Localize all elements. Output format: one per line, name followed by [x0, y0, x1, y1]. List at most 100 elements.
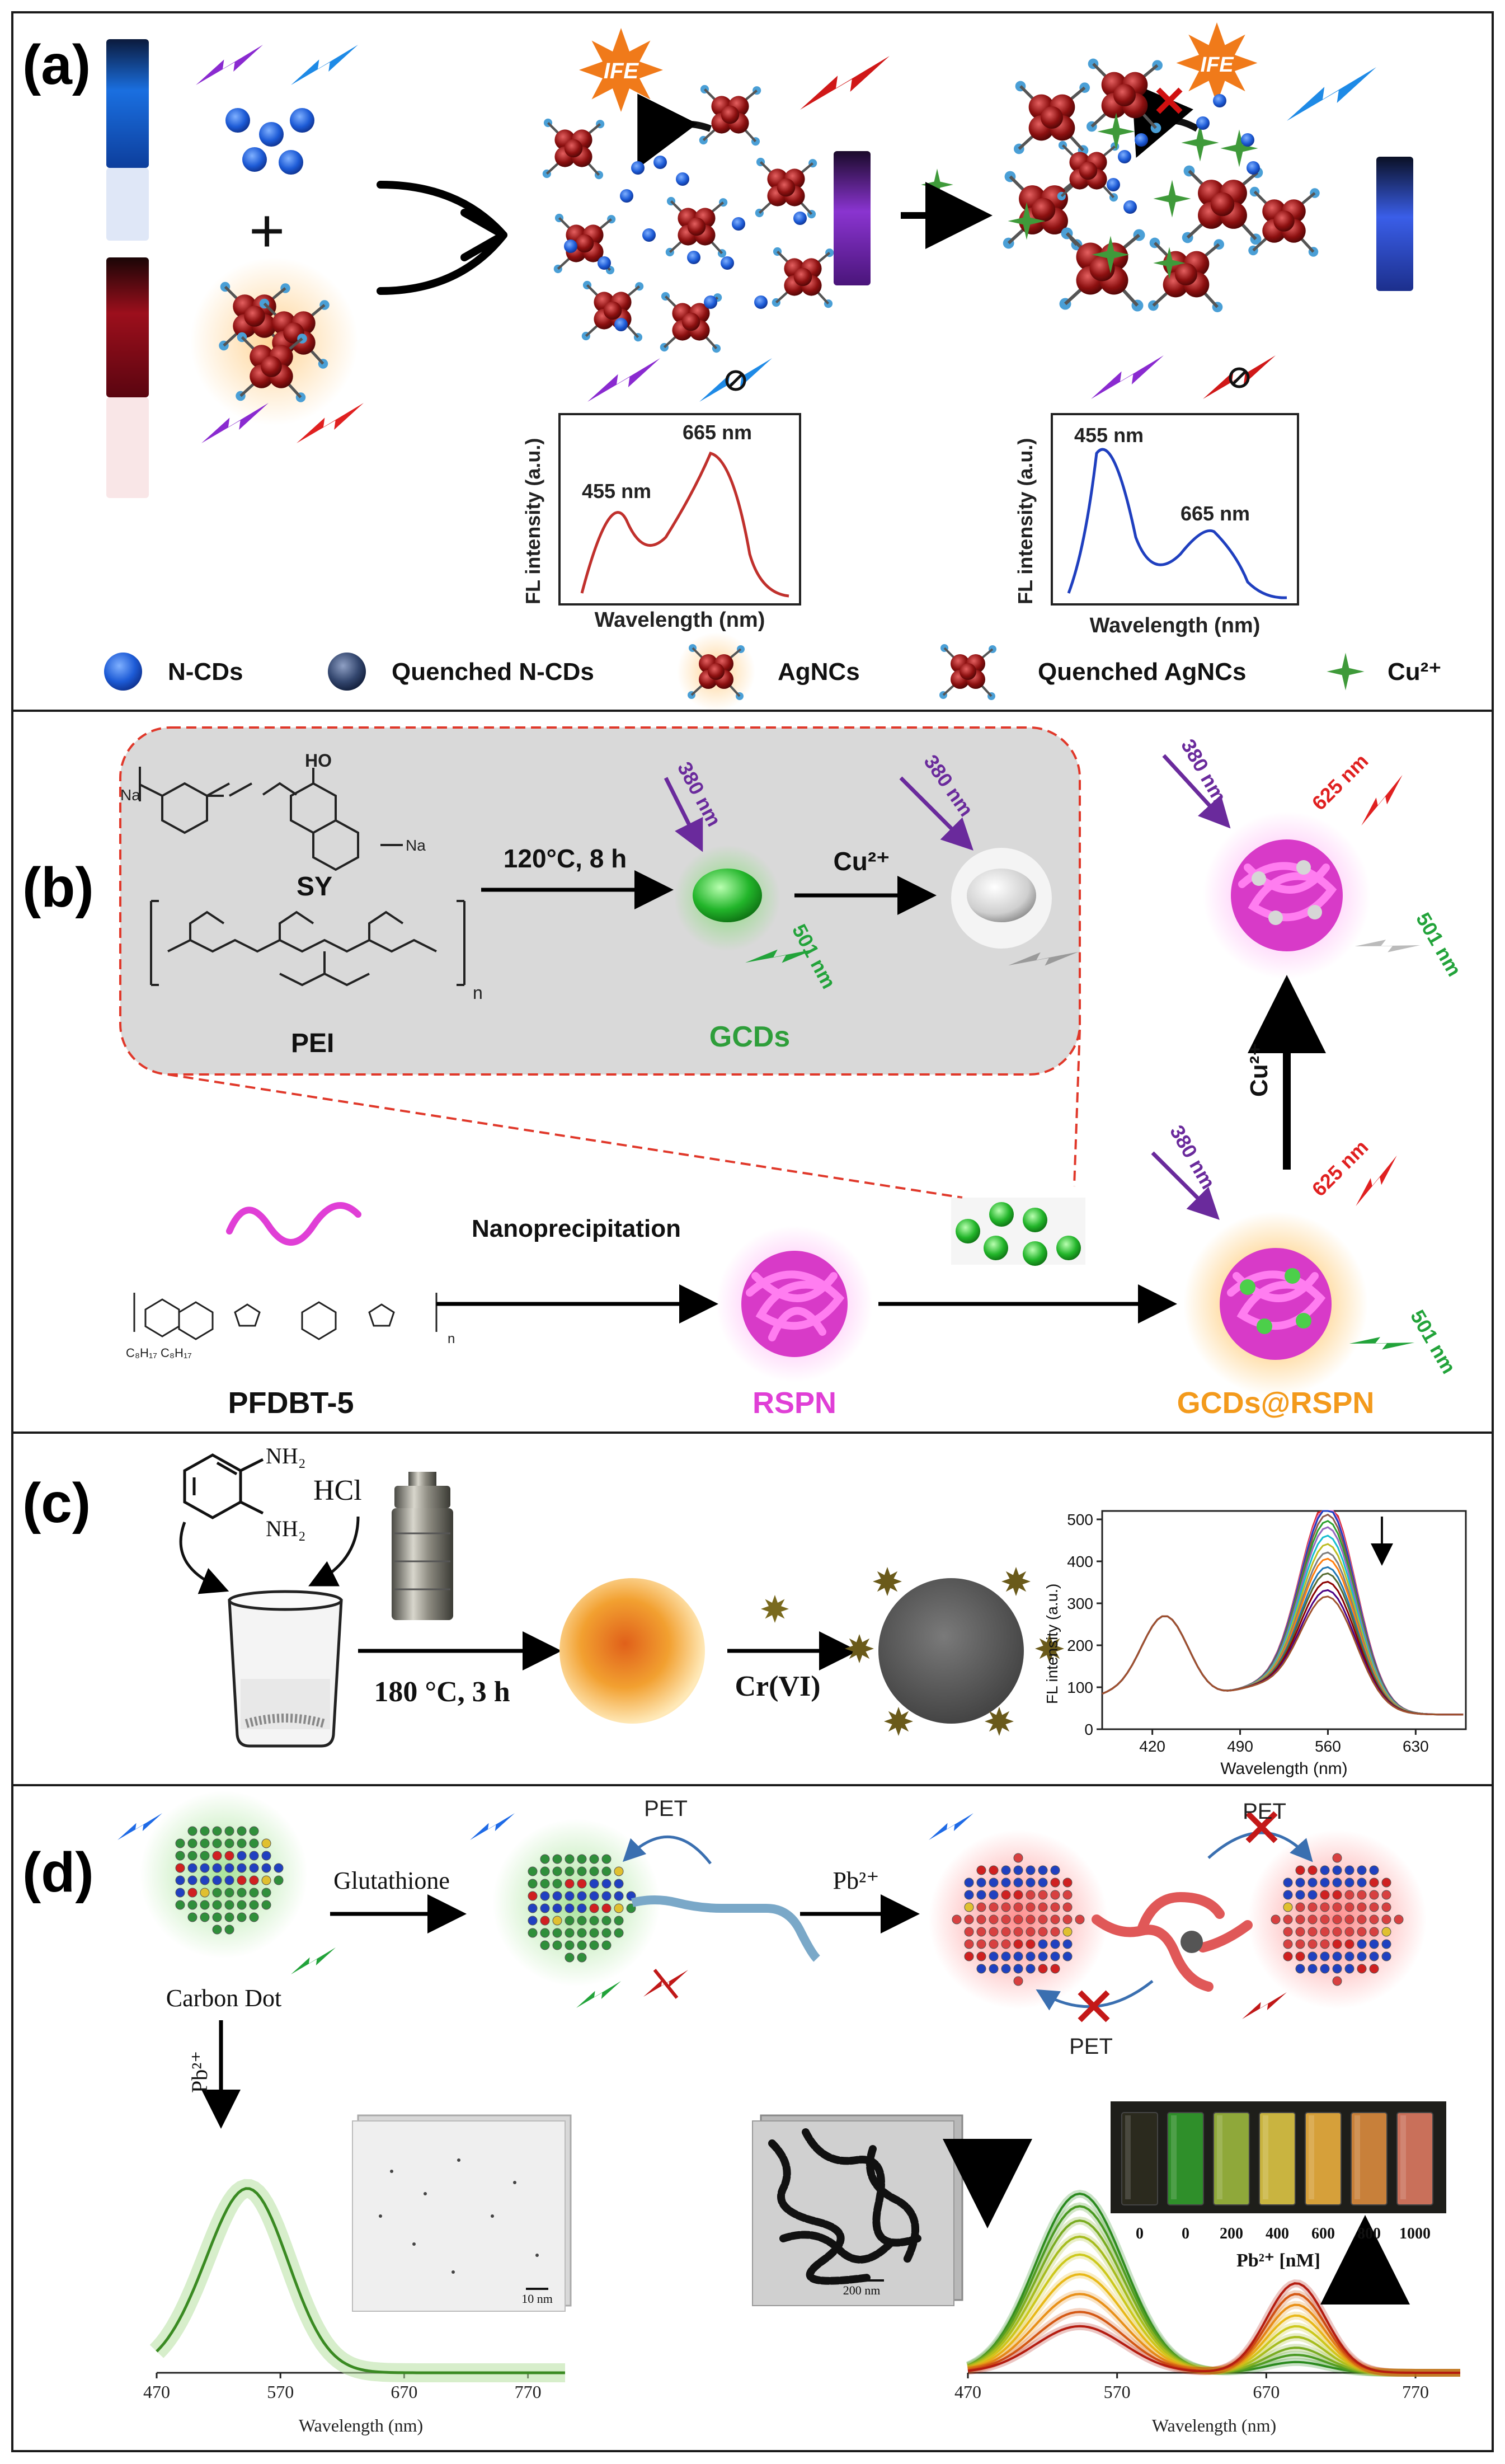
svg-text:665 nm: 665 nm [1181, 502, 1250, 525]
svg-text:Quenched N-CDs: Quenched N-CDs [392, 658, 594, 686]
svg-text:Wavelength (nm): Wavelength (nm) [1090, 614, 1261, 637]
emission-bolt-blue-right [1287, 67, 1376, 121]
nanoprecipitation-label: Nanoprecipitation [472, 1215, 681, 1242]
chart-c-xtick-label: 420 [1139, 1738, 1165, 1755]
mixture-2 [1003, 59, 1320, 312]
pei-label: PEI [291, 1029, 334, 1058]
vial [1167, 2112, 1204, 2205]
vial [1396, 2112, 1433, 2205]
legend-quenched-agncs-icon [938, 643, 998, 701]
panel-a-legend: N-CDs Quenched N-CDs AgNCs Quenched AgNC… [104, 632, 1442, 711]
quenched-bolt-red [1203, 355, 1276, 399]
tem-2-scale: 200 nm [843, 2283, 881, 2297]
tem-image-2: 200 nm [752, 2114, 963, 2306]
tem-1-scale: 10 nm [521, 2292, 553, 2306]
pet-label-2: PET [1243, 1799, 1286, 1824]
legend-cu-icon [1327, 653, 1365, 691]
spectrum-inset-1: 455 nm 665 nm FL intensity (a.u.) Wavele… [521, 413, 801, 632]
carbon-dot-left [140, 1791, 308, 1959]
cr-star-icon [761, 1595, 789, 1623]
tem-image-1: 10 nm [352, 2114, 572, 2312]
cu-label-b: Cu²⁺ [834, 847, 890, 876]
excitation-arrow-bottom [1151, 1151, 1220, 1220]
chart-d2-lines [966, 2189, 1460, 2377]
spectrum-2-curve [1067, 448, 1287, 599]
condition-180c: 180 °C, 3 h [374, 1676, 510, 1708]
plus-sign: + [249, 196, 285, 265]
vial [1351, 2112, 1388, 2205]
blue-bolt-d3 [929, 1813, 973, 1840]
chart-c-xtick-label: 490 [1227, 1738, 1253, 1755]
sy-so3na-left: Na [120, 786, 140, 804]
rspn-particle [716, 1226, 873, 1382]
emission-bolt-red-mid [800, 56, 890, 110]
svg-text:501 nm: 501 nm [1406, 1306, 1461, 1378]
legend-quenched-n-cds-icon [328, 653, 366, 691]
pb-label: Pb²⁺ [833, 1867, 880, 1894]
chart-d2-xtick-label: 670 [1253, 2382, 1280, 2402]
red-bolt-d3 [1242, 1992, 1287, 2019]
vial [1259, 2112, 1296, 2205]
svg-text:FL intensity (a.u.): FL intensity (a.u.) [521, 438, 544, 604]
sy-so3na-right: Na [406, 837, 426, 854]
cu-vertical-label: Cu²⁺ [1245, 1043, 1273, 1097]
svg-text:380 nm: 380 nm [1165, 1121, 1220, 1193]
svg-text:Cu²⁺: Cu²⁺ [1388, 658, 1442, 686]
legend-n-cds-icon [104, 653, 142, 691]
svg-text:AgNCs: AgNCs [778, 658, 860, 686]
pet-curved-arrow [622, 1835, 712, 1865]
chart-c-xtick-label: 560 [1315, 1738, 1341, 1755]
svg-text:C₈H₁₇ C₈H₁₇: C₈H₁₇ C₈H₁₇ [126, 1346, 192, 1360]
svg-text:IFE: IFE [604, 59, 639, 83]
chart-d2-xtick-label: 770 [1402, 2382, 1429, 2402]
panel-c: (c) NH₂ NH₂ HCl 180 °C, 3 h [22, 1443, 1467, 1778]
svg-text:625 nm: 625 nm [1308, 749, 1373, 815]
gcds-label: GCDs [709, 1021, 790, 1053]
excitation-arrow-gcds [664, 777, 703, 852]
crvi-label: Cr(VI) [735, 1670, 820, 1702]
aggregated-carbon-dots [929, 1830, 1427, 2009]
svg-text:n: n [473, 983, 483, 1003]
chart-c-ytick-label: 300 [1067, 1595, 1093, 1612]
chart-c-plot-area [1101, 1510, 1467, 1730]
vial-label: 800 [1357, 2225, 1381, 2242]
n-cds-group [225, 108, 314, 175]
pet-blocked-x-bottom [1078, 1990, 1110, 2022]
panel-c-label: (c) [22, 1472, 91, 1534]
gcds-synthesis-box [119, 726, 1081, 1076]
zoom-lines [167, 1029, 1081, 1199]
panel-frames [11, 11, 1494, 2452]
chart-c-ytick-label: 0 [1084, 1721, 1093, 1738]
gcds-particle [674, 845, 780, 951]
chart-c-ytick-label: 200 [1067, 1637, 1093, 1654]
carbon-dot-label: Carbon Dot [166, 1984, 282, 2012]
spectrum-inset-2: 455 nm 665 nm FL intensity (a.u.) Wavele… [1014, 413, 1299, 637]
cu-star-arrow [921, 168, 953, 201]
chart-c-xlabel: Wavelength (nm) [1220, 1759, 1347, 1778]
chart-d2-xlabel: Wavelength (nm) [1152, 2415, 1276, 2435]
nh2-bottom: NH₂ [266, 1516, 306, 1541]
ife-burst-blocked: IFE [1176, 22, 1258, 104]
blue-bolt-d2 [470, 1813, 515, 1840]
legend-agncs-icon [677, 632, 755, 711]
excitation-arrow-top [1162, 754, 1231, 829]
chart-d2-xtick-label: 470 [954, 2382, 981, 2402]
vial-red [106, 257, 149, 498]
sy-ho: HO [305, 750, 332, 771]
ife-burst: IFE [579, 28, 663, 112]
opd-structure [183, 1453, 264, 1519]
pfdbt-label: PFDBT-5 [228, 1386, 354, 1420]
vial [1305, 2112, 1342, 2205]
chart-d1-xtick-label: 770 [515, 2382, 542, 2402]
svg-text:N-CDs: N-CDs [168, 658, 243, 686]
quenched-gcds [951, 848, 1052, 949]
vial [1213, 2112, 1250, 2205]
chart-d1-xtick-label: 570 [267, 2382, 294, 2402]
chart-c-series-line [1102, 1595, 1464, 1716]
